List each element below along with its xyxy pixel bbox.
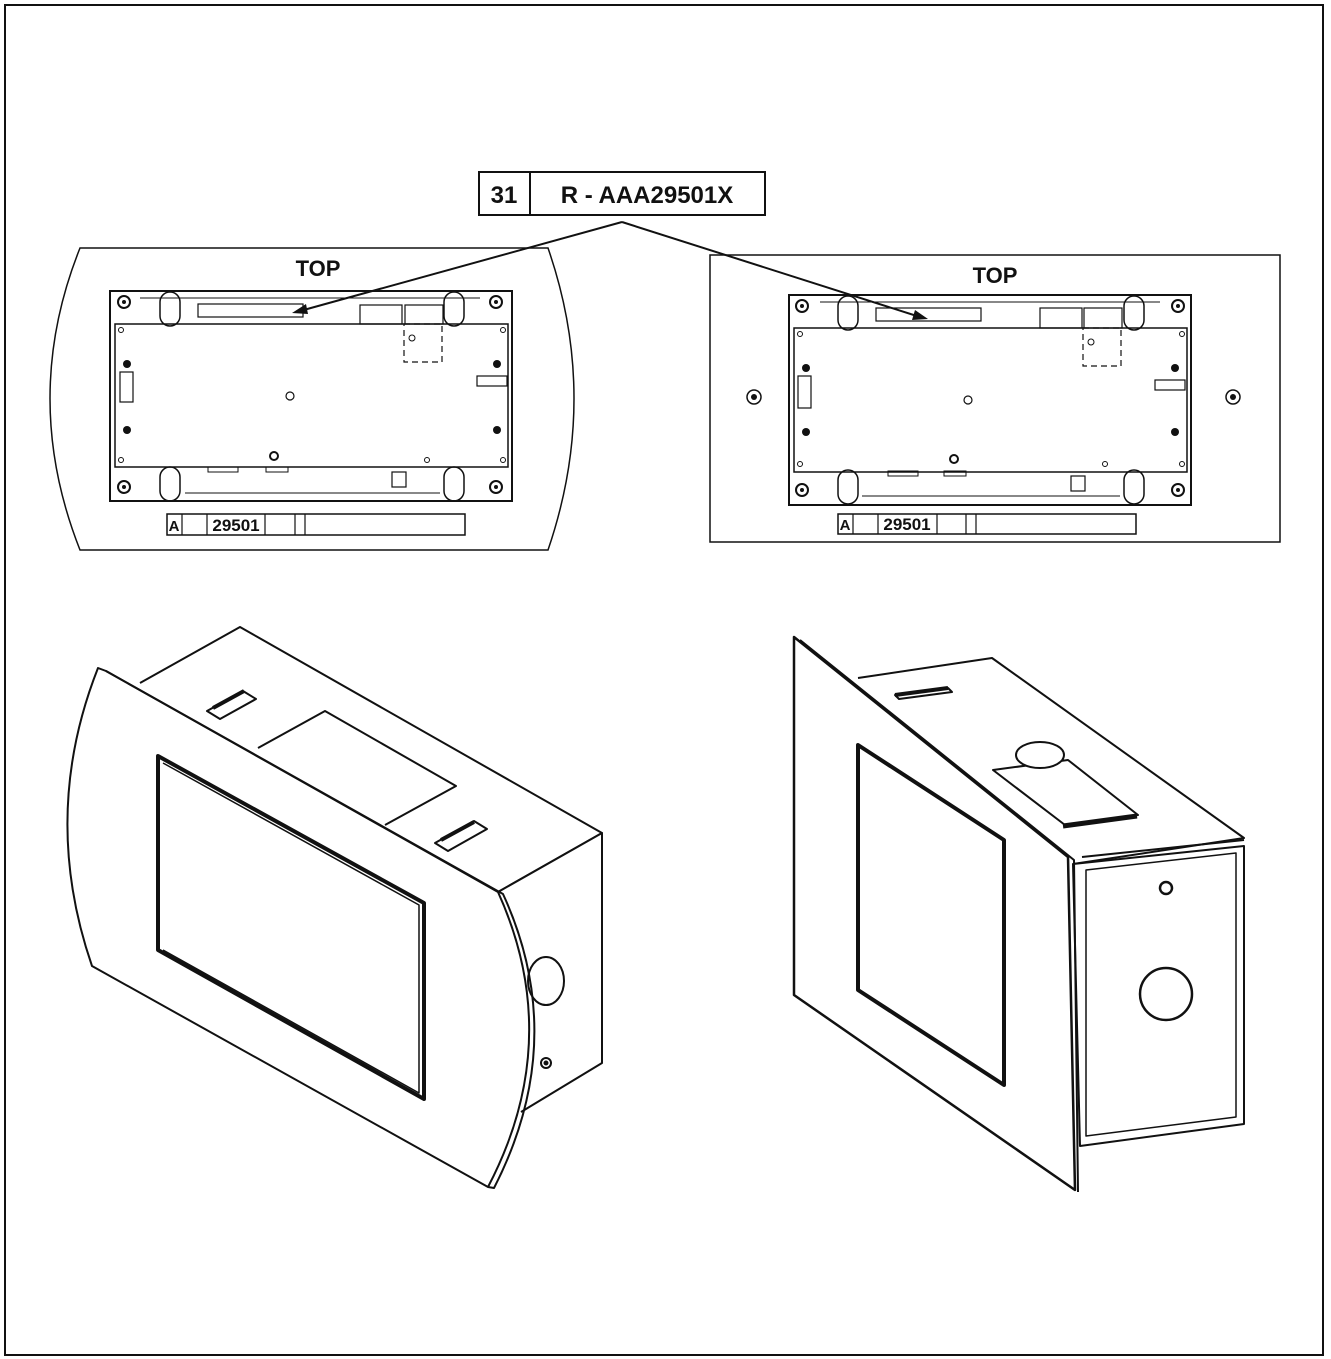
left-label-code: 29501 xyxy=(212,516,259,535)
part-callout: 31 R - AAA29501X xyxy=(478,171,766,216)
left-top-view: TOP xyxy=(49,247,575,551)
right-top-view: TOP xyxy=(709,254,1281,543)
left-isometric-view xyxy=(66,626,603,1189)
right-product-label: A 29501 xyxy=(837,513,1137,535)
right-top-label: TOP xyxy=(973,263,1018,288)
right-isometric-view xyxy=(792,635,1245,1193)
left-housing-outline xyxy=(49,247,575,551)
callout-leaders xyxy=(292,221,928,320)
left-label-prefix: A xyxy=(169,518,180,535)
left-top-label: TOP xyxy=(296,256,341,281)
callout-part-number: R - AAA29501X xyxy=(561,182,734,209)
left-product-label: A 29501 xyxy=(166,513,466,536)
right-housing-outline xyxy=(709,254,1281,543)
right-label-code: 29501 xyxy=(883,515,930,534)
right-label-prefix: A xyxy=(840,517,851,534)
callout-item-number: 31 xyxy=(491,182,518,209)
